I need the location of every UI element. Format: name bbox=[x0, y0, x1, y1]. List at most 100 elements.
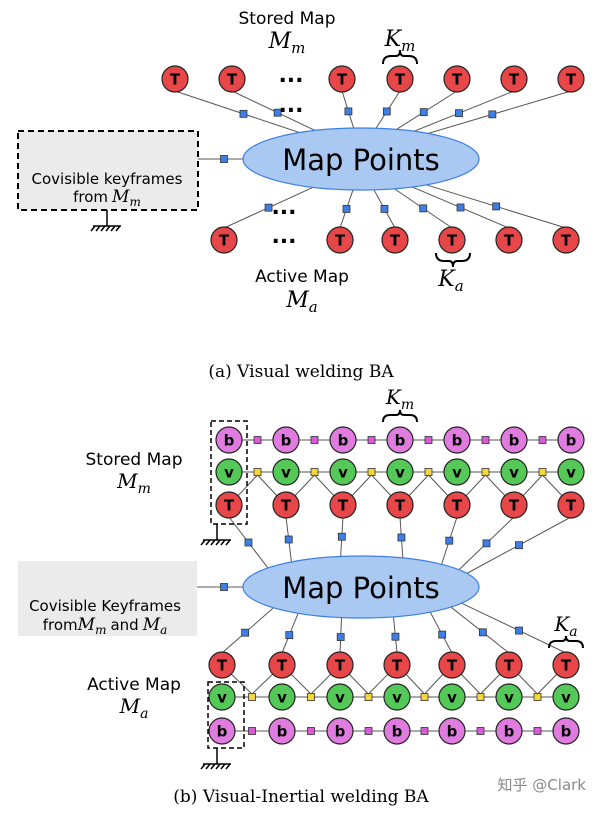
bias-node-active-6: b bbox=[552, 717, 580, 745]
edge-b-imu-d-4 bbox=[480, 670, 504, 695]
factor-b-bias-stored-1 bbox=[310, 436, 319, 444]
factor-a-bot-0 bbox=[264, 203, 273, 212]
factor-a-bot-1 bbox=[342, 205, 351, 213]
svg-text:b: b bbox=[392, 722, 403, 740]
factor-a-bot-5 bbox=[492, 202, 501, 211]
panel-a-ellipsis-bot-1: ... bbox=[271, 195, 296, 220]
svg-text:T: T bbox=[227, 70, 238, 88]
edge-b-imu-b-5 bbox=[542, 474, 566, 500]
factor-b-vel-active-0 bbox=[248, 693, 256, 701]
edge-b-imu-c-1 bbox=[287, 670, 312, 695]
bias-node-stored-6: b bbox=[557, 426, 585, 454]
factor-b-vel-stored-2 bbox=[367, 468, 376, 476]
factor-b-bias-stored-5 bbox=[538, 436, 547, 444]
keyframe-b-stored-1: T bbox=[272, 491, 300, 519]
svg-text:b: b bbox=[224, 431, 235, 449]
edge-b-imu-b-4 bbox=[485, 474, 509, 500]
svg-text:T: T bbox=[566, 70, 577, 88]
svg-text:b: b bbox=[452, 431, 463, 449]
factor-b-vel-active-5 bbox=[533, 693, 542, 701]
velocity-node-stored-1: v bbox=[272, 458, 300, 486]
keyframe-a-stored-4: T bbox=[443, 65, 471, 93]
velocity-node-active-5: v bbox=[495, 683, 523, 711]
panel-a-km-brace bbox=[382, 49, 418, 65]
factor-a-top-1 bbox=[273, 108, 282, 117]
factor-b-active-mp-5 bbox=[478, 628, 487, 637]
keyframe-a-active-3: T bbox=[438, 226, 466, 254]
edge-b-imu-d-5 bbox=[537, 670, 561, 695]
factor-b-active-mp-2 bbox=[336, 633, 345, 641]
watermark: 知乎 @Clark bbox=[498, 776, 587, 794]
svg-text:b: b bbox=[217, 722, 228, 740]
svg-text:T: T bbox=[452, 70, 463, 88]
keyframe-a-stored-1: T bbox=[218, 65, 246, 93]
svg-text:b: b bbox=[561, 722, 572, 740]
svg-text:T: T bbox=[566, 496, 577, 514]
panel-b-active-map-label: Active Map bbox=[87, 675, 181, 695]
panel-a-ellipsis-top-2: ... bbox=[278, 93, 303, 118]
panel-b-stored-ground-anchor bbox=[200, 524, 231, 546]
factor-b-stored-mp-6 bbox=[515, 541, 523, 550]
svg-text:T: T bbox=[509, 70, 520, 88]
factor-b-active-mp-3 bbox=[391, 632, 400, 641]
svg-text:T: T bbox=[395, 70, 406, 88]
velocity-node-active-2: v bbox=[326, 683, 354, 711]
panel-a-map-points bbox=[242, 127, 480, 191]
factor-b-bias-active-2 bbox=[364, 727, 373, 735]
svg-text:b: b bbox=[281, 431, 292, 449]
factor-a-bot-2 bbox=[380, 205, 389, 213]
svg-text:v: v bbox=[217, 688, 227, 706]
svg-text:T: T bbox=[219, 231, 230, 249]
edge-b-imu-a-0 bbox=[234, 474, 258, 500]
svg-text:T: T bbox=[224, 496, 235, 514]
velocity-node-stored-2: v bbox=[329, 458, 357, 486]
svg-text:T: T bbox=[281, 496, 292, 514]
bias-node-active-5: b bbox=[495, 717, 523, 745]
panel-b-covisible-box bbox=[18, 561, 197, 636]
velocity-node-stored-6: v bbox=[557, 458, 585, 486]
factor-b-vel-active-4 bbox=[476, 693, 485, 701]
edge-b-imu-a-2 bbox=[348, 474, 372, 500]
factor-a-top-5 bbox=[455, 109, 463, 118]
panel-a-ellipsis-bot-2: ... bbox=[271, 224, 296, 249]
svg-text:T: T bbox=[561, 231, 572, 249]
svg-text:T: T bbox=[335, 656, 346, 674]
keyframe-a-active-4: T bbox=[495, 226, 523, 254]
keyframe-b-stored-6: T bbox=[557, 491, 585, 519]
svg-text:b: b bbox=[447, 722, 458, 740]
edge-a-top-0 bbox=[174, 90, 300, 134]
factor-b-stored-mp-2 bbox=[337, 532, 346, 541]
keyframe-a-active-5: T bbox=[552, 226, 580, 254]
panel-a-active-map-symbol: Ma bbox=[285, 288, 317, 316]
velocity-node-active-6: v bbox=[552, 683, 580, 711]
velocity-node-stored-3: v bbox=[386, 458, 414, 486]
bias-node-active-3: b bbox=[383, 717, 411, 745]
svg-text:v: v bbox=[281, 463, 291, 481]
keyframe-b-stored-5: T bbox=[500, 491, 528, 519]
panel-b-caption: (b) Visual-Inertial welding BA bbox=[173, 787, 429, 807]
panel-b-stored-map-symbol: Mm bbox=[116, 469, 151, 497]
edge-a-top-1 bbox=[231, 90, 316, 131]
keyframe-a-stored-2: T bbox=[328, 65, 356, 93]
velocity-node-active-4: v bbox=[438, 683, 466, 711]
svg-text:T: T bbox=[561, 656, 572, 674]
svg-text:T: T bbox=[277, 656, 288, 674]
svg-text:T: T bbox=[447, 231, 458, 249]
svg-text:T: T bbox=[452, 496, 463, 514]
factor-b-bias-stored-3 bbox=[424, 436, 433, 444]
svg-text:T: T bbox=[338, 496, 349, 514]
velocity-node-stored-0: v bbox=[215, 458, 243, 486]
svg-text:T: T bbox=[390, 231, 401, 249]
factor-a-top-6 bbox=[488, 110, 497, 119]
bias-node-stored-1: b bbox=[272, 426, 300, 454]
svg-text:v: v bbox=[338, 463, 348, 481]
panel-a-stored-map-label: Stored Map bbox=[238, 9, 335, 29]
edge-b-imu-c-5 bbox=[514, 670, 538, 695]
edge-a-top-5 bbox=[413, 90, 515, 132]
keyframe-b-active-3: T bbox=[383, 651, 411, 679]
panel-b-km-label: Km bbox=[385, 385, 414, 413]
bias-node-active-0: b bbox=[208, 717, 236, 745]
edge-b-imu-a-3 bbox=[405, 474, 429, 500]
factor-a-top-4 bbox=[419, 108, 428, 117]
